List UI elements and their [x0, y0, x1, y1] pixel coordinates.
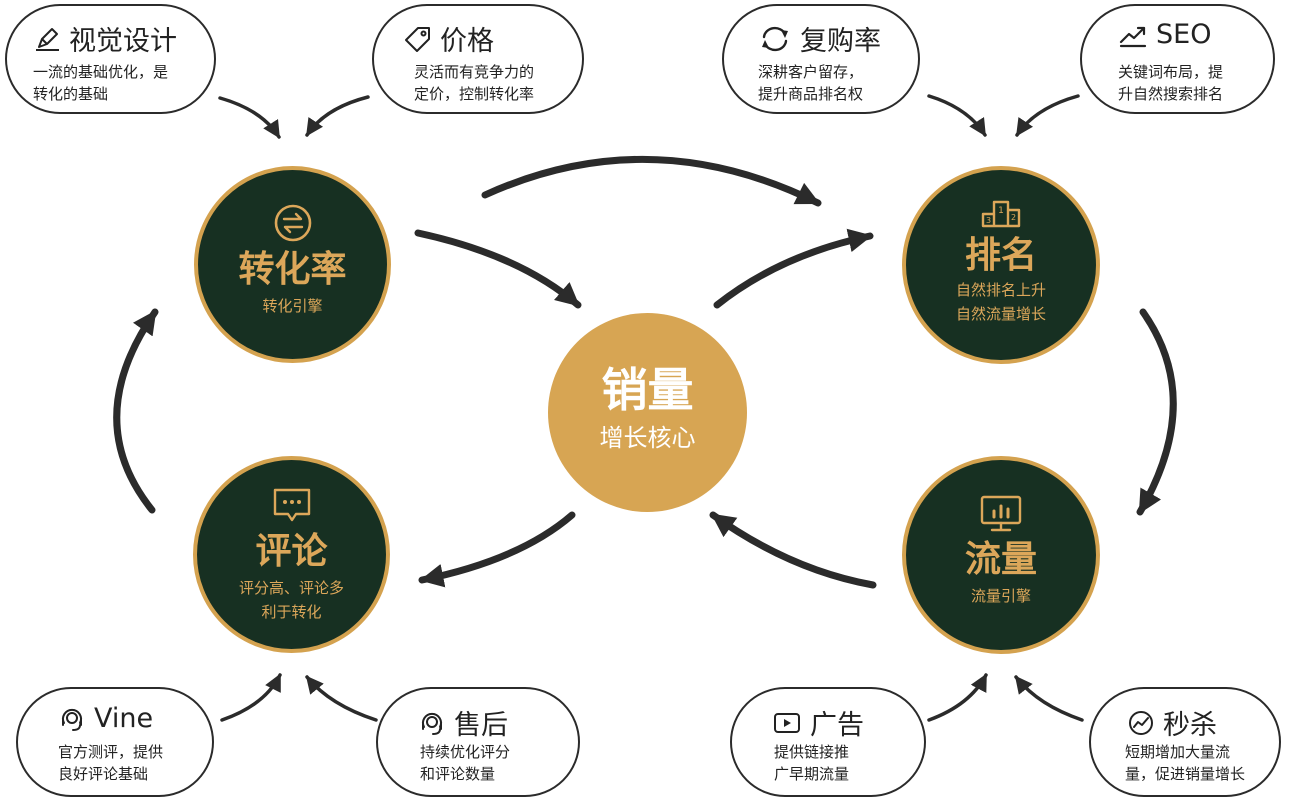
factor-desc-line: 深耕客户留存，: [758, 63, 864, 81]
factor-repurchase: 复购率 深耕客户留存， 提升商品排名权: [722, 4, 920, 114]
factor-title: SEO: [1156, 19, 1212, 50]
factor-desc-line: 和评论数量: [420, 765, 496, 783]
node-title: 评论: [255, 531, 328, 572]
factor-desc-line: 提供链接推: [774, 743, 850, 761]
core-subtitle: 增长核心: [599, 424, 696, 452]
core-sales: 销量 增长核心: [548, 313, 747, 512]
price-tag-icon: [405, 26, 430, 52]
factor-title: 复购率: [800, 26, 881, 57]
factor-ads: 广告 提供链接推 广早期流量: [730, 687, 926, 797]
factor-desc-line: 一流的基础优化，是: [33, 63, 169, 81]
svg-text:1: 1: [998, 206, 1004, 216]
support-headset-icon: [422, 712, 442, 735]
factor-title: 售后: [454, 710, 508, 741]
factor-vine: Vine 官方测评，提供 良好评论基础: [16, 687, 214, 797]
pen-icon: [36, 27, 59, 51]
arrow-traffic-to-core: [709, 511, 877, 589]
arrow-flashsale-to-traffic: [1014, 675, 1084, 722]
factor-desc-line: 量，促进销量增长: [1125, 765, 1246, 783]
trend-up-icon: [1119, 26, 1147, 47]
factor-desc-line: 持续优化评分: [420, 743, 511, 761]
node-subtitle: 自然排名上升: [955, 281, 1046, 299]
arrow-conversion-to-core: [414, 229, 582, 309]
node-ranking: 1 2 3 排名 自然排名上升 自然流量增长: [902, 166, 1100, 364]
refresh-icon: [762, 26, 788, 51]
factor-desc-line: 良好评论基础: [58, 765, 149, 783]
factor-title: 价格: [440, 26, 494, 57]
svg-text:3: 3: [986, 216, 991, 225]
arrow-core-to-reviews: [418, 511, 576, 588]
arrow-visual-to-conversion: [218, 96, 281, 139]
factor-desc-line: 定价，控制转化率: [414, 85, 535, 103]
factor-desc-line: 提升商品排名权: [758, 85, 864, 103]
exchange-icon: [274, 204, 311, 242]
node-subtitle: 自然流量增长: [955, 305, 1046, 323]
arrow-aftersales-to-reviews: [305, 675, 378, 722]
node-subtitle: 流量引擎: [970, 587, 1031, 605]
factor-title: 视觉设计: [69, 26, 177, 57]
factor-price: 价格 灵活而有竞争力的 定价，控制转化率: [372, 4, 584, 114]
node-title: 排名: [964, 235, 1037, 276]
factor-title: Vine: [94, 703, 154, 734]
arrow-ranking-to-traffic: [1136, 308, 1177, 516]
svg-text:2: 2: [1011, 213, 1016, 222]
arrow-conversion-to-ranking: [481, 155, 822, 207]
node-title: 转化率: [238, 249, 347, 290]
node-reviews: 评论 评分高、评论多 利于转化: [193, 456, 390, 653]
podium-icon: 1 2 3: [981, 200, 1021, 228]
factor-after-sales: 售后 持续优化评分 和评论数量: [376, 687, 580, 797]
reviewer-headset-icon: [62, 708, 82, 731]
arrow-reviews-to-conversion: [113, 308, 159, 514]
core-title: 销量: [601, 363, 694, 417]
arrow-seo-to-ranking: [1015, 94, 1080, 137]
node-traffic: 流量 流量引擎: [902, 456, 1100, 654]
factor-desc-line: 广早期流量: [774, 765, 850, 783]
factor-title: 广告: [810, 710, 864, 741]
monitor-chart-icon: [980, 495, 1022, 532]
arrow-ads-to-traffic: [927, 673, 988, 722]
factor-desc-line: 灵活而有竞争力的: [414, 63, 535, 81]
node-subtitle: 转化引擎: [262, 297, 323, 315]
factor-flash-sale: 秒杀 短期增加大量流 量，促进销量增长: [1089, 687, 1281, 797]
speed-gauge-icon: [1129, 710, 1153, 735]
chat-bubble-icon: [273, 488, 310, 522]
factor-desc-line: 转化的基础: [33, 85, 109, 103]
factor-desc-line: 关键词布局，提: [1118, 63, 1224, 81]
arrow-vine-to-reviews: [220, 673, 282, 722]
factor-title: 秒杀: [1163, 710, 1217, 741]
factor-seo: SEO 关键词布局，提 升自然搜索排名: [1080, 4, 1275, 114]
node-subtitle: 利于转化: [261, 603, 322, 621]
factor-desc-line: 升自然搜索排名: [1118, 85, 1224, 103]
arrow-core-to-ranking: [713, 228, 874, 309]
arrow-price-to-conversion: [305, 95, 370, 137]
factor-visual-design: 视觉设计 一流的基础优化，是 转化的基础: [5, 4, 216, 114]
arrow-repurchase-to-ranking: [927, 94, 987, 137]
node-title: 流量: [964, 539, 1037, 580]
node-conversion: 转化率 转化引擎: [194, 166, 391, 363]
video-play-icon: [774, 712, 800, 733]
node-subtitle: 评分高、评论多: [238, 579, 344, 597]
factor-desc-line: 短期增加大量流: [1125, 743, 1231, 761]
factor-desc-line: 官方测评，提供: [58, 743, 164, 761]
